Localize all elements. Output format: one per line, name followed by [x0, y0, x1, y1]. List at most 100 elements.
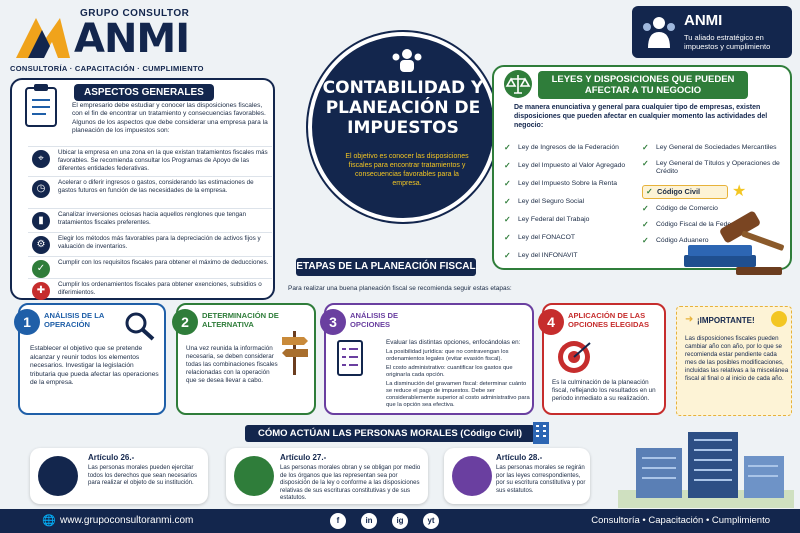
law-item: ✓Ley General de Títulos y Operaciones de… [642, 159, 780, 176]
step-number: 1 [14, 309, 40, 335]
leyes-intro: De manera enunciativa y general para cua… [514, 104, 768, 129]
check-icon: ✓ [504, 179, 511, 188]
law-item: ✓Ley de Ingresos de la Federación [504, 143, 619, 152]
etapas-subtitle: Para realizar una buena planeación fisca… [288, 285, 512, 292]
arrow-icon: ➜ [685, 314, 694, 325]
step-number: 2 [172, 309, 198, 335]
company-logo: GRUPO CONSULTOR ANMI CONSULTORÍA · CAPAC… [10, 6, 225, 76]
aspect-item: ⚙Elegir los métodos más favorables para … [28, 232, 272, 256]
step-title: ANÁLISIS DE LA OPERACIÓN [44, 311, 105, 329]
article-desc: Las personas morales se regirán por las … [496, 464, 586, 494]
people-icon [392, 49, 422, 72]
location-pin-icon: ⌖ [32, 150, 50, 168]
globe-icon: 🌐 [42, 515, 56, 527]
law-item: ✓Código de Comercio [642, 204, 718, 213]
check-icon: ✓ [642, 143, 649, 152]
check-icon: ✓ [642, 204, 649, 213]
step-title: APLICACIÓN DE LAS OPCIONES ELEGIDAS [568, 311, 650, 329]
step-bullet: El costo administrativo: cuantificar los… [386, 365, 513, 378]
youtube-icon[interactable]: yt [423, 513, 439, 529]
footer-services: Consultoría • Capacitación • Cumplimient… [591, 515, 770, 526]
logo-brand-text: ANMI [74, 16, 190, 62]
step-bullet: La disminución del gravamen fiscal: dete… [386, 381, 530, 408]
check-icon: ✓ [646, 187, 653, 196]
law-item: ✓Ley del Impuesto al Valor Agregado [504, 161, 626, 170]
law-item: ✓Ley del FONACOT [504, 233, 576, 242]
law-item: ✓Ley del INFONAVIT [504, 251, 578, 260]
importante-desc: Las disposiciones fiscales pueden cambia… [685, 335, 789, 382]
law-item: ✓Código Fiscal de la Federación [642, 220, 750, 229]
leyes-title: LEYES Y DISPOSICIONES QUE PUEDEN AFECTAR… [538, 71, 748, 99]
anmi-badge: ANMI Tu aliado estratégico en impuestos … [632, 6, 792, 58]
check-icon: ✓ [642, 236, 649, 245]
speaker-podium-icon [234, 456, 274, 496]
aspect-item: ▮ Canalizar inversiones ociosas hacia aqu… [28, 208, 272, 232]
main-title-circle: CONTABILIDAD Y PLANEACIÓN DE IMPUESTOS E… [308, 32, 498, 222]
law-item: ✓Ley General de Sociedades Mercantiles [642, 143, 777, 152]
step-4-card: 4 APLICACIÓN DE LAS OPCIONES ELEGIDAS Es… [538, 303, 666, 415]
article-title: Artículo 27.- [280, 453, 327, 462]
logo-group-text: GRUPO CONSULTOR [80, 8, 190, 19]
main-title: CONTABILIDAD Y PLANEACIÓN DE IMPUESTOS [322, 78, 484, 138]
step-desc: Es la culminación de la planeación fisca… [552, 379, 656, 402]
check-icon: ✓ [642, 159, 649, 168]
check-icon: ✓ [504, 161, 511, 170]
article-title: Artículo 26.- [88, 453, 135, 462]
law-item-highlighted: ✓Código Civil [642, 185, 728, 199]
aspect-text: Acelerar o diferir ingresos o gastos, co… [58, 179, 254, 194]
aspect-text: Cumplir con los requisitos fiscales para… [58, 259, 269, 266]
check-icon: ✓ [504, 233, 511, 242]
check-icon: ✓ [504, 197, 511, 206]
certificate-icon [452, 456, 492, 496]
main-description: El objetivo es conocer las disposiciones… [345, 153, 469, 187]
clock-icon: ◷ [32, 180, 50, 198]
aspectos-generales-panel: ASPECTOS GENERALES El empresario debe es… [10, 78, 275, 300]
article-28-card: Artículo 28.- Las personas morales se re… [444, 448, 590, 504]
logo-mark-icon [16, 18, 70, 58]
step-2-card: 2 DETERMINACIÓN DE ALTERNATIVA Una vez r… [172, 303, 316, 415]
aspect-text: Canalizar inversiones ociosas hacia aque… [58, 211, 246, 226]
check-icon: ✓ [504, 251, 511, 260]
aspect-item: ⌖ Ubicar la empresa en una zona en la que… [28, 146, 272, 176]
linkedin-icon[interactable]: in [361, 513, 377, 529]
importante-title: ¡IMPORTANTE! [697, 316, 755, 325]
website-link[interactable]: www.grupoconsultoranmi.com [60, 515, 194, 526]
team-icon [643, 17, 675, 48]
scales-icon [504, 70, 532, 98]
city-buildings-icon [618, 432, 794, 508]
facebook-icon[interactable]: f [330, 513, 346, 529]
building-icon [533, 422, 549, 444]
article-title: Artículo 28.- [496, 453, 543, 462]
target-icon [558, 341, 591, 373]
article-27-card: Artículo 27.- Las personas morales obran… [226, 448, 428, 504]
aspect-text: Ubicar la empresa en una zona en la que … [58, 149, 268, 172]
etapas-title: ETAPAS DE LA PLANEACIÓN FISCAL [296, 258, 476, 276]
shield-check-icon: ✓ [32, 260, 50, 278]
gift-icon: ✚ [32, 282, 50, 300]
check-icon: ✓ [504, 215, 511, 224]
group-people-icon [38, 456, 78, 496]
lightbulb-icon [771, 311, 787, 327]
step-desc: Evaluar las distintas opciones, enfocánd… [386, 339, 521, 346]
article-26-card: Artículo 26.- Las personas morales puede… [30, 448, 208, 504]
aspect-item: ✚Cumplir los ordenamientos fiscales para… [28, 278, 272, 300]
step-desc: Establecer el objetivo que se pretende a… [30, 345, 159, 386]
step-desc: Una vez reunida la información necesaria… [186, 345, 278, 384]
aspect-item: ✓ Cumplir con los requisitos fiscales par… [28, 256, 272, 278]
instagram-icon[interactable]: ig [392, 513, 408, 529]
step-title: DETERMINACIÓN DE ALTERNATIVA [202, 311, 279, 329]
checklist-icon [337, 340, 363, 376]
aspect-item: ◷ Acelerar o diferir ingresos o gastos, c… [28, 176, 272, 208]
star-icon: ★ [732, 183, 747, 200]
clipboard-icon [25, 84, 57, 127]
law-item: ✓Ley Federal del Trabajo [504, 215, 590, 224]
article-desc: Las personas morales pueden ejercitar to… [88, 464, 198, 487]
step-bullet: La posibilidad jurídica: que no contrave… [386, 349, 509, 362]
step-number: 3 [320, 309, 346, 335]
magnifier-icon [125, 312, 155, 341]
badge-title: ANMI [684, 12, 723, 29]
bar-chart-icon: ▮ [32, 212, 50, 230]
law-item: ✓Ley del Seguro Social [504, 197, 585, 206]
law-item: ✓Código Aduanero [642, 236, 709, 245]
gear-icon: ⚙ [32, 236, 50, 254]
